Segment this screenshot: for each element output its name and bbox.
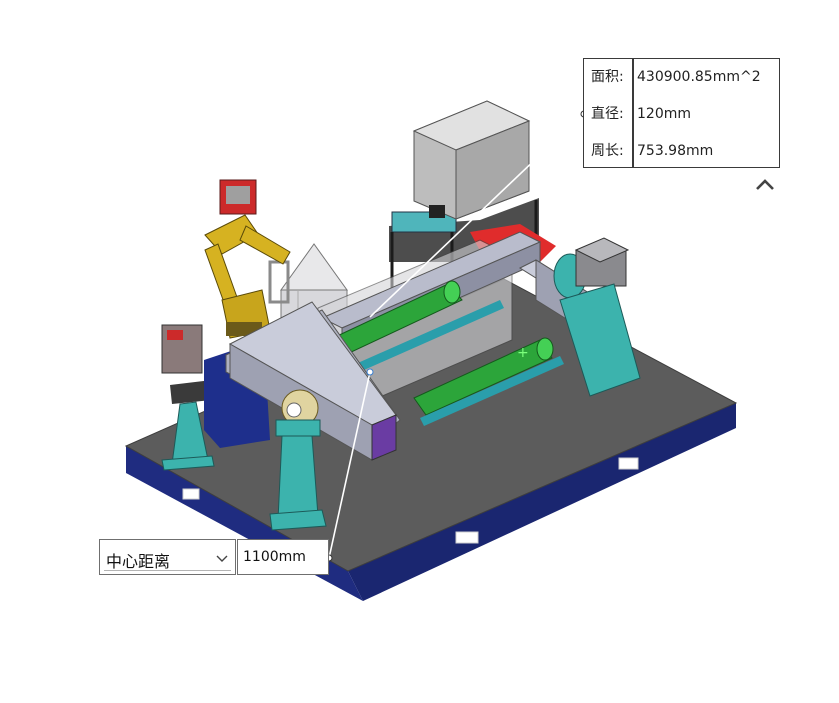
perimeter-value: 753.98mm <box>637 143 714 159</box>
distance-value: 1100mm <box>243 549 306 565</box>
measurement-panel: 面积: 430900.85mm^2 直径: 120mm 周长: 753.98mm <box>583 58 780 168</box>
area-label: 面积: <box>591 69 624 85</box>
dropdown-underline <box>104 570 231 571</box>
svg-text:+: + <box>517 345 529 361</box>
diameter-value: 120mm <box>637 106 691 122</box>
wire-feeder <box>161 324 215 471</box>
panel-divider <box>632 59 634 167</box>
area-row: 面积: 430900.85mm^2 <box>584 59 779 95</box>
perimeter-row: 周长: 753.98mm <box>584 133 779 169</box>
diameter-row: 直径: 120mm <box>584 96 779 132</box>
roller-lower <box>413 337 554 416</box>
distance-mode-label: 中心距离 <box>106 552 171 571</box>
chevron-up-icon <box>756 179 774 190</box>
distance-value-box: 1100mm <box>237 539 329 575</box>
guide-rails <box>342 300 564 426</box>
diameter-label: 直径: <box>591 106 624 122</box>
chevron-down-icon <box>216 555 228 562</box>
distance-widget: 中心距离 1100mm <box>99 539 329 575</box>
headstock-right <box>553 237 641 397</box>
collapse-button[interactable] <box>754 175 776 195</box>
perimeter-label: 周长: <box>591 143 624 159</box>
area-value: 430900.85mm^2 <box>637 69 761 85</box>
distance-mode-dropdown[interactable]: 中心距离 <box>99 539 236 575</box>
tailstock-pillar <box>269 389 327 531</box>
welding-robot <box>204 179 291 339</box>
